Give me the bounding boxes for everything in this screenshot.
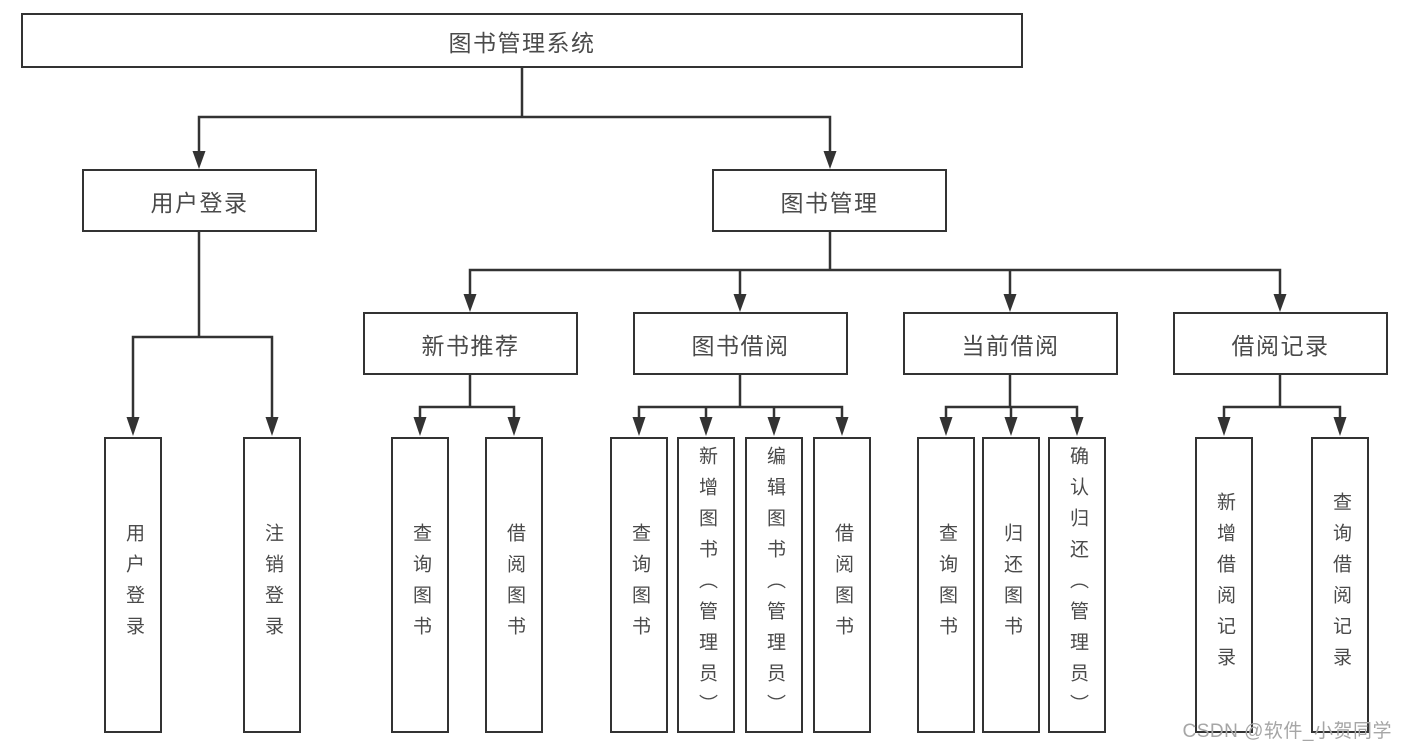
arrowhead-records-query xyxy=(1333,417,1347,436)
node-borrow-records-label: 借阅记录 xyxy=(1231,332,1330,359)
arrowhead-records-add xyxy=(1217,417,1231,436)
leaf-logout: 注销登录 xyxy=(243,437,301,733)
leaf-borrow-borrow-books: 借阅图书 xyxy=(813,437,871,733)
arrowhead-book-borrow xyxy=(733,294,747,312)
arrowhead-borrow-edit xyxy=(767,417,781,436)
node-user-login: 用户登录 xyxy=(82,169,317,232)
arrowhead-recommend-borrow xyxy=(507,417,521,436)
arrowhead-book-management xyxy=(823,151,837,169)
connector-userlogin-to-leaves xyxy=(131,232,274,418)
node-book-borrow: 图书借阅 xyxy=(633,312,848,375)
node-borrow-records: 借阅记录 xyxy=(1173,312,1388,375)
leaf-borrow-edit-books-admin: 编辑图书（管理员） xyxy=(745,437,803,733)
leaf-user-login: 用户登录 xyxy=(104,437,162,733)
connector-records-to-leaves xyxy=(1222,375,1342,418)
leaf-current-query-books: 查询图书 xyxy=(917,437,975,733)
arrowhead-borrow-borrow xyxy=(835,417,849,436)
leaf-recommend-borrow-books: 借阅图书 xyxy=(485,437,543,733)
leaf-borrow-query-books: 查询图书 xyxy=(610,437,668,733)
arrowhead-leaf-user-login xyxy=(126,417,140,436)
node-current-borrow: 当前借阅 xyxy=(903,312,1118,375)
csdn-watermark: CSDN @软件_小贺同学 xyxy=(1182,721,1392,742)
leaf-borrow-add-books-admin: 新增图书（管理员） xyxy=(677,437,735,733)
node-root-system: 图书管理系统 xyxy=(21,13,1023,68)
connector-recommend-to-leaves xyxy=(418,375,516,418)
arrowhead-current-return xyxy=(1004,417,1018,436)
arrowhead-borrow-query xyxy=(632,417,646,436)
arrowhead-current-confirm xyxy=(1070,417,1084,436)
node-book-management: 图书管理 xyxy=(712,169,947,232)
arrowhead-recommend-query xyxy=(413,417,427,436)
arrowhead-new-book-recommend xyxy=(463,294,477,312)
leaf-current-return-books: 归还图书 xyxy=(982,437,1040,733)
arrowhead-current-query xyxy=(939,417,953,436)
leaf-recommend-query-books: 查询图书 xyxy=(391,437,449,733)
node-book-management-label: 图书管理 xyxy=(780,189,879,216)
connector-borrow-to-leaves xyxy=(637,375,844,418)
node-new-book-recommend: 新书推荐 xyxy=(363,312,578,375)
arrowhead-borrow-add xyxy=(699,417,713,436)
arrowhead-leaf-logout xyxy=(265,417,279,436)
node-new-book-recommend-label: 新书推荐 xyxy=(421,332,520,359)
leaf-records-add-borrow-record: 新增借阅记录 xyxy=(1195,437,1253,733)
connector-current-to-leaves xyxy=(944,375,1079,418)
node-book-borrow-label: 图书借阅 xyxy=(691,332,790,359)
arrowhead-current-borrow xyxy=(1003,294,1017,312)
node-user-login-label: 用户登录 xyxy=(150,189,249,216)
connector-bookmgmt-to-level3 xyxy=(468,232,1282,294)
leaf-current-confirm-return-admin: 确认归还（管理员） xyxy=(1048,437,1106,733)
node-root-label: 图书管理系统 xyxy=(448,29,596,56)
node-current-borrow-label: 当前借阅 xyxy=(961,332,1060,359)
arrowhead-borrow-records xyxy=(1273,294,1287,312)
leaf-records-query-borrow-record: 查询借阅记录 xyxy=(1311,437,1369,733)
arrowhead-user-login xyxy=(192,151,206,169)
connector-root-to-level2 xyxy=(197,68,832,152)
